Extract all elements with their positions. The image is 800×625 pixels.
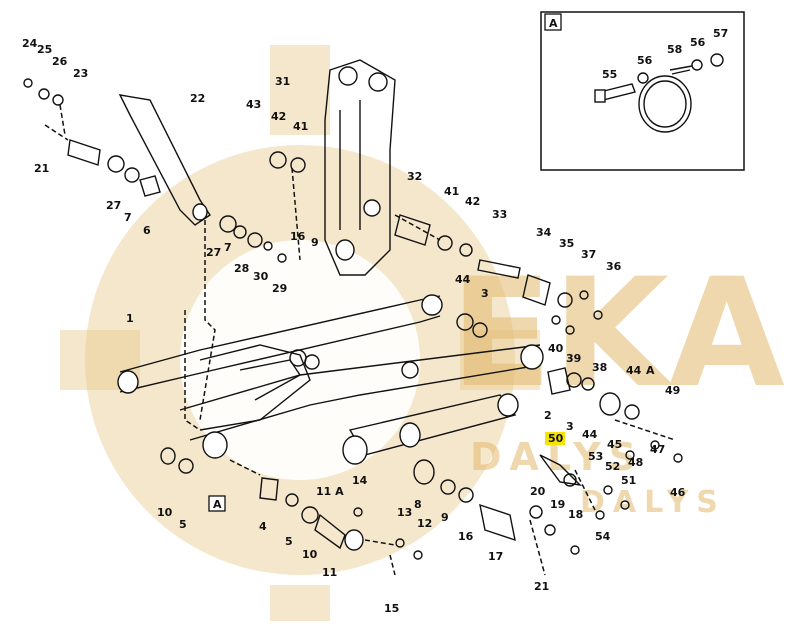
callout-c24: 24 xyxy=(22,37,38,50)
callout-c5b: 5 xyxy=(285,535,293,548)
callout-c7b: 7 xyxy=(224,241,232,254)
link-arm xyxy=(118,94,211,226)
callout-c34: 34 xyxy=(536,226,552,239)
callout-c4: 4 xyxy=(259,520,267,533)
callout-c57: 57 xyxy=(713,27,728,40)
callout-c33: 33 xyxy=(492,208,507,221)
callout-c52: 52 xyxy=(605,460,620,473)
callout-c16a: 16 xyxy=(290,230,306,243)
callout-c56a: 56 xyxy=(637,54,653,67)
callout-c27b: 27 xyxy=(206,246,221,259)
callout-c10a: 10 xyxy=(157,506,173,519)
callout-c58: 58 xyxy=(667,43,682,56)
callout-c20: 20 xyxy=(530,485,546,498)
callout-c18: 18 xyxy=(568,508,583,521)
callout-c10b: 10 xyxy=(302,548,318,561)
callout-c56b: 56 xyxy=(690,36,706,49)
assembly-lines xyxy=(44,104,676,576)
callout-c42b: 42 xyxy=(465,195,480,208)
callout-c3b: 3 xyxy=(566,420,574,433)
callout-c28: 28 xyxy=(234,262,249,275)
callout-c44c: 44 xyxy=(582,428,598,441)
callout-c11: 11 xyxy=(322,566,337,579)
callout-box-cA2 xyxy=(208,495,226,512)
callout-c44a: 44 xyxy=(455,273,471,286)
callout-c8: 8 xyxy=(414,498,422,511)
callout-c12: 12 xyxy=(417,517,432,530)
callout-c2: 2 xyxy=(544,409,552,422)
callout-c1: 1 xyxy=(126,312,134,325)
callout-c36: 36 xyxy=(606,260,622,273)
callout-c26: 26 xyxy=(52,55,68,68)
callout-c55: 55 xyxy=(602,68,617,81)
callout-c9a: 9 xyxy=(311,236,319,249)
callout-c15: 15 xyxy=(384,602,399,615)
callout-cA2: A xyxy=(213,498,222,511)
callout-c41b: 41 xyxy=(444,185,459,198)
callout-c29: 29 xyxy=(272,282,287,295)
callout-c32: 32 xyxy=(407,170,422,183)
callout-c47: 47 xyxy=(650,443,665,456)
callout-c53: 53 xyxy=(588,450,603,463)
callout-c14: 14 xyxy=(352,474,368,487)
callout-c21b: 21 xyxy=(534,580,549,593)
callout-c48: 48 xyxy=(628,456,643,469)
callout-c9b: 9 xyxy=(441,511,449,524)
callout-c54: 54 xyxy=(595,530,611,543)
callout-c6: 6 xyxy=(143,224,151,237)
callout-c50: 50 xyxy=(548,432,564,445)
callout-c19: 19 xyxy=(550,498,565,511)
inset-detail-a xyxy=(540,11,745,171)
callout-c45: 45 xyxy=(607,438,622,451)
callout-c38: 38 xyxy=(592,361,607,374)
callout-c30: 30 xyxy=(253,270,269,283)
callout-c49: 49 xyxy=(665,384,680,397)
hydraulic-cylinder xyxy=(342,393,519,465)
callout-c11a: 11 A xyxy=(316,485,344,498)
callout-c42a: 42 xyxy=(271,110,286,123)
callout-c16b: 16 xyxy=(458,530,474,543)
callout-c41a: 41 xyxy=(293,120,308,133)
callout-c44b: 44 xyxy=(626,364,642,377)
callout-c13: 13 xyxy=(397,506,412,519)
callout-c27a: 27 xyxy=(106,199,121,212)
callout-c35: 35 xyxy=(559,237,574,250)
watermark-line2: DALYS xyxy=(580,485,726,520)
small-parts xyxy=(23,78,683,560)
callout-c3a: 3 xyxy=(481,287,489,300)
callout-c25: 25 xyxy=(37,43,52,56)
rocker-plate xyxy=(324,59,396,276)
callout-cA1: A xyxy=(646,364,655,377)
callout-c17: 17 xyxy=(488,550,503,563)
lower-arm-frame xyxy=(117,294,544,459)
callout-c7a: 7 xyxy=(124,211,132,224)
inset-label: A xyxy=(549,17,558,30)
callout-c37: 37 xyxy=(581,248,596,261)
callout-c43: 43 xyxy=(246,98,261,111)
callout-c21a: 21 xyxy=(34,162,49,175)
callout-c46: 46 xyxy=(670,486,686,499)
highlight-callout-50 xyxy=(545,432,565,445)
callout-c40: 40 xyxy=(548,342,564,355)
callout-c31: 31 xyxy=(275,75,290,88)
callout-c5a: 5 xyxy=(179,518,187,531)
callout-c39: 39 xyxy=(566,352,581,365)
callout-c51: 51 xyxy=(621,474,636,487)
callout-c22: 22 xyxy=(190,92,205,105)
callout-c23: 23 xyxy=(73,67,88,80)
